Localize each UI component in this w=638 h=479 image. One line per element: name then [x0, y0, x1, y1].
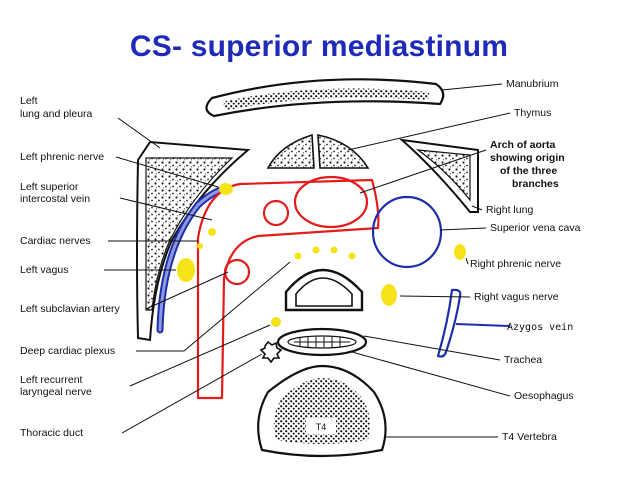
label-cardiac-nerves: Cardiac nerves [20, 235, 91, 247]
label-arch-of-aorta-4: branches [512, 178, 559, 190]
label-t4-vertebra: T4 Vertebra [502, 431, 557, 443]
right-phrenic-nerve-dot [454, 244, 466, 260]
brachiocephalic-trunk [293, 175, 369, 229]
label-arch-of-aorta-3: of the three [500, 165, 557, 177]
label-thymus: Thymus [514, 107, 551, 119]
page-title: CS- superior mediastinum [129, 30, 509, 63]
label-superior-vena-cava: Superior vena cava [490, 222, 581, 234]
azygos-vein [436, 288, 462, 358]
label-arch-of-aorta-2: showing origin [490, 152, 565, 164]
label-right-phrenic-nerve: Right phrenic nerve [470, 258, 561, 270]
label-oesophagus: Oesophagus [514, 390, 574, 402]
label-arch-of-aorta-1: Arch of aorta [490, 139, 556, 151]
cardiac-nerve-dot-2 [197, 243, 203, 249]
deep-cardiac-plexus-dot-2 [312, 246, 320, 254]
left-phrenic-nerve-dot [219, 183, 233, 195]
label-left-recurrent-2: laryngeal nerve [20, 386, 92, 398]
label-left-subclavian-artery: Left subclavian artery [20, 303, 121, 315]
left-vagus-nerve-dot [177, 258, 195, 282]
label-right-vagus-nerve: Right vagus nerve [474, 291, 559, 303]
thymus-left-lobe [266, 133, 315, 169]
label-deep-cardiac-plexus: Deep cardiac plexus [20, 345, 115, 357]
thymus-right-lobe [317, 134, 370, 169]
label-trachea: Trachea [504, 354, 542, 366]
leader-lines [104, 83, 511, 438]
right-vagus-nerve-dot [381, 284, 397, 306]
label-manubrium: Manubrium [506, 78, 559, 90]
t4-vertebra-marrow [274, 378, 370, 444]
left-subclavian-artery [223, 258, 251, 286]
label-azygos-vein: Azygos vein [507, 322, 573, 333]
superior-vena-cava [371, 195, 443, 269]
cardiac-nerve-dot-1 [208, 228, 216, 236]
nerves [177, 183, 466, 327]
label-left-lung-1: Left [20, 95, 38, 107]
label-thoracic-duct: Thoracic duct [20, 427, 83, 439]
trachea-inner [295, 277, 353, 307]
azygos-leader [455, 323, 511, 327]
deep-cardiac-plexus-dot-3 [330, 246, 338, 254]
right-lung-tissue [415, 149, 471, 202]
label-left-vagus: Left vagus [20, 264, 68, 276]
left-common-carotid-artery [262, 199, 290, 227]
thoracic-duct [259, 340, 283, 364]
t4-label: T4 [316, 422, 327, 432]
label-right-lung: Right lung [486, 204, 533, 216]
deep-cardiac-plexus-dot-4 [348, 252, 356, 260]
label-left-phrenic-nerve: Left phrenic nerve [20, 151, 104, 163]
label-left-superior-2: intercostal vein [20, 193, 90, 205]
label-left-recurrent-1: Left recurrent [20, 374, 83, 386]
manubrium-marrow [223, 88, 430, 110]
label-left-lung-2: lung and pleura [20, 108, 93, 120]
left-lung-tissue [145, 157, 234, 311]
left-recurrent-laryngeal-nerve-dot [271, 317, 281, 327]
aortic-arch [196, 178, 380, 400]
label-left-superior-1: Left superior [20, 181, 79, 193]
deep-cardiac-plexus-dot-1 [294, 252, 302, 260]
